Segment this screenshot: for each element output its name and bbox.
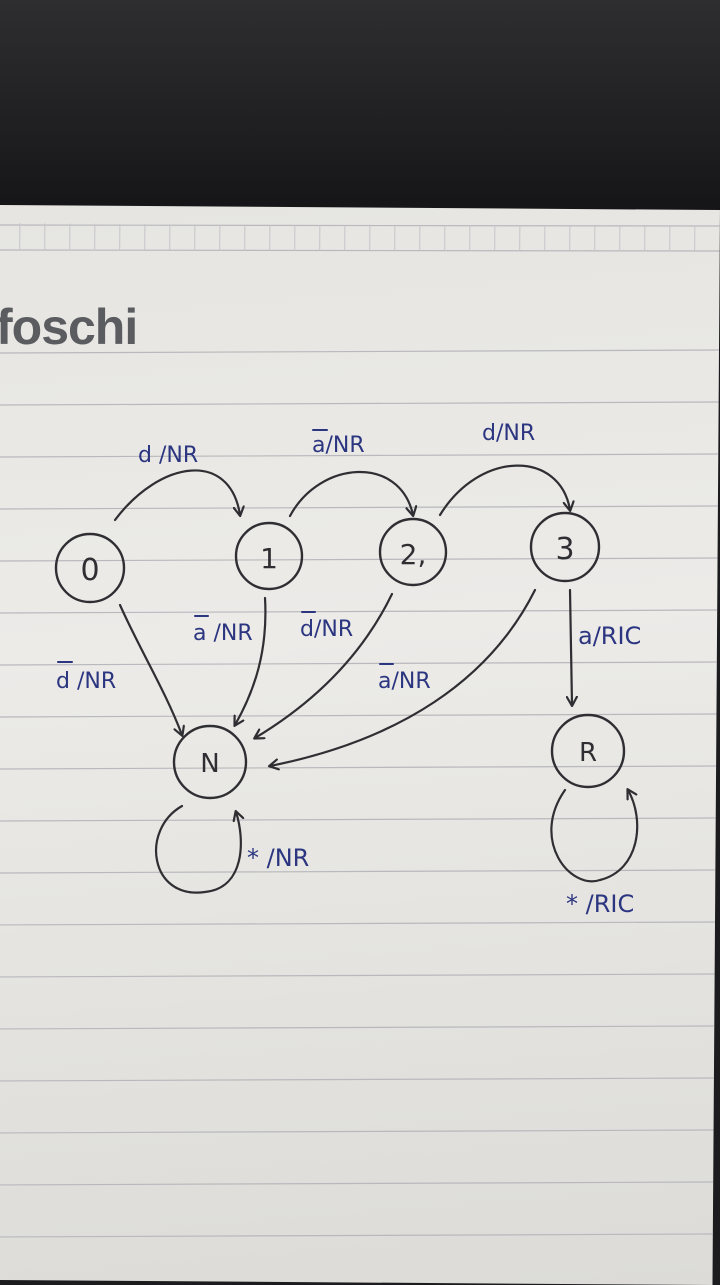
transition-R-R-loop	[551, 790, 637, 881]
state-R-label: R	[579, 738, 597, 768]
state-1: 1	[236, 523, 302, 589]
state-R: R	[552, 715, 624, 787]
transition-N-N-label: * /NR	[247, 844, 309, 872]
state-N: N	[174, 726, 246, 798]
transition-2-3-arrow	[440, 466, 570, 515]
transition-1-N-arrow	[235, 598, 265, 725]
transition-R-R-label: * /RIC	[566, 890, 634, 918]
state-2: 2,	[380, 519, 446, 585]
state-1-label: 1	[260, 542, 278, 575]
transition-3-R-label: a/RIC	[578, 622, 641, 650]
transition-2-N-label: d/NR	[300, 617, 353, 642]
transition-2-N-arrow	[255, 594, 392, 738]
state-3-label: 3	[555, 532, 574, 567]
state-0: 0	[56, 534, 124, 602]
transition-3-N-label: a/NR	[378, 669, 431, 694]
transition-N-N-loop	[156, 806, 241, 893]
transition-0-1-label: d /NR	[138, 443, 198, 468]
transition-1-2-arrow	[290, 472, 413, 516]
transition-1-2-label: a/NR	[312, 433, 365, 458]
state-0-label: 0	[80, 553, 99, 588]
transition-1-N-label: a /NR	[193, 621, 253, 646]
state-3: 3	[531, 513, 599, 581]
transition-3-R-arrow	[570, 590, 572, 705]
transition-0-N-label: d /NR	[56, 669, 116, 694]
transition-0-1-arrow	[115, 470, 240, 520]
transition-2-3-label: d/NR	[482, 421, 535, 446]
transition-0-N-arrow	[120, 605, 182, 735]
state-N-label: N	[200, 749, 219, 779]
state-2-label: 2,	[400, 538, 427, 571]
